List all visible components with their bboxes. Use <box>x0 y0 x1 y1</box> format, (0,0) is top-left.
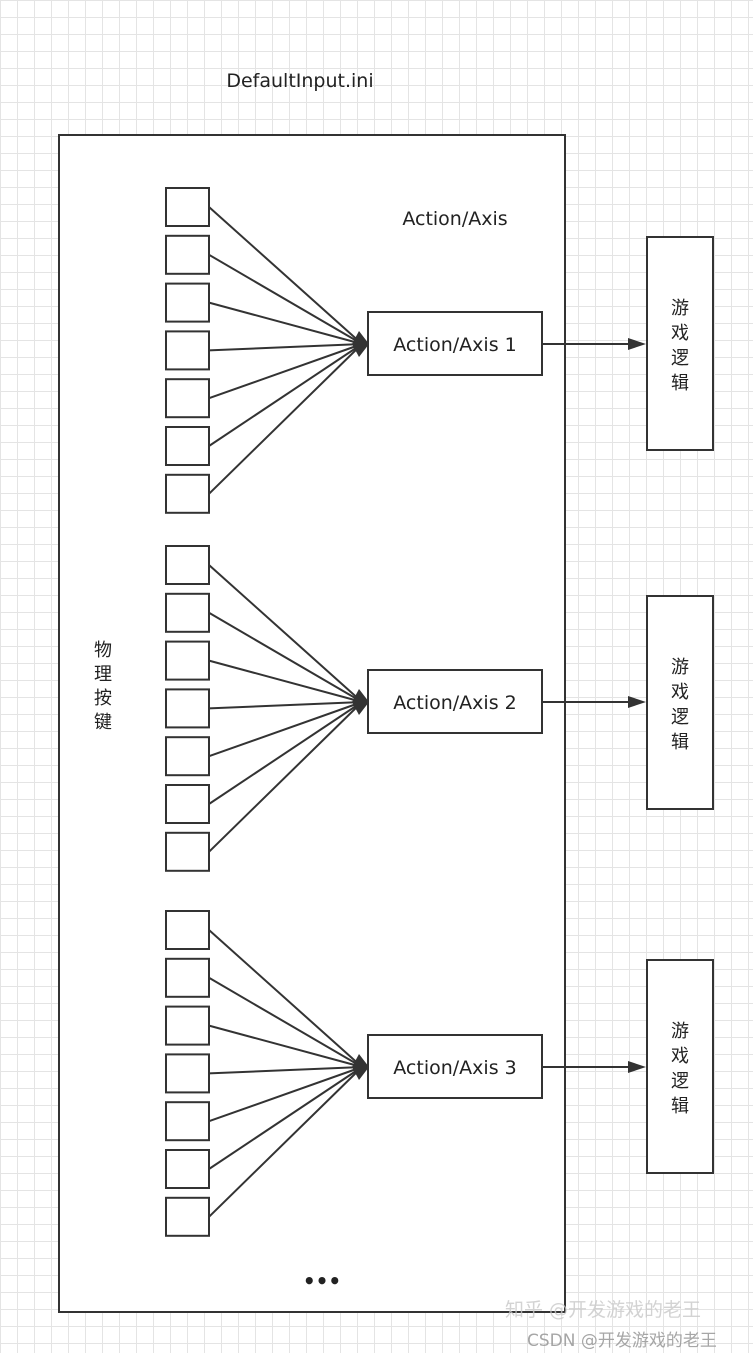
key-mapping-line <box>208 1066 363 1170</box>
game-logic-box <box>646 959 714 1174</box>
key-mapping-line <box>208 1066 363 1075</box>
key-mapping-line <box>208 253 363 345</box>
physical-key-box <box>165 957 210 998</box>
physical-key-box <box>165 831 210 872</box>
action-axis-label: Action/Axis 3 <box>393 1057 516 1079</box>
key-mapping-line <box>208 343 363 495</box>
game-logic-char: 戏 <box>671 1046 689 1067</box>
key-mapping-line <box>208 701 363 805</box>
watermark-zhihu: 知乎 @开发游戏的老王 <box>505 1299 701 1321</box>
arrowhead-icon <box>628 338 646 350</box>
key-mapping-line <box>208 1024 363 1068</box>
game-logic-char: 辑 <box>671 1096 689 1117</box>
physical-keys-char: 键 <box>94 712 112 733</box>
key-mapping-line <box>208 343 363 447</box>
arrowhead-icon <box>628 696 646 708</box>
key-mapping-line <box>208 701 363 758</box>
game-logic-char: 戏 <box>671 323 689 344</box>
game-logic-char: 戏 <box>671 682 689 703</box>
action-axis-label: Action/Axis 2 <box>393 692 516 714</box>
diagram-title: DefaultInput.ini <box>226 70 373 92</box>
watermark-csdn: CSDN @开发游戏的老王 <box>527 1331 717 1351</box>
arrowhead-icon <box>628 1061 646 1073</box>
physical-key-box <box>165 545 210 585</box>
physical-keys-char: 按 <box>94 688 112 709</box>
physical-key-box <box>165 282 210 323</box>
game-logic-char: 游 <box>671 657 689 678</box>
physical-key-box <box>165 1005 210 1046</box>
key-mapping-line <box>208 343 363 400</box>
key-mapping-line <box>208 206 363 345</box>
physical-key-box <box>165 378 210 419</box>
physical-key-box <box>165 640 210 681</box>
key-mapping-line <box>208 929 363 1068</box>
physical-keys-char: 理 <box>94 664 112 685</box>
action-axis-label: Action/Axis 1 <box>393 334 516 356</box>
game-logic-char: 逻 <box>671 707 689 728</box>
container-label: Action/Axis <box>402 208 507 230</box>
physical-key-box <box>165 736 210 777</box>
game-logic-char: 辑 <box>671 732 689 753</box>
physical-key-box <box>165 473 210 514</box>
action-axis-box <box>367 311 543 376</box>
physical-key-box <box>165 592 210 633</box>
key-mapping-line <box>208 301 363 345</box>
physical-key-box <box>165 234 210 275</box>
physical-key-box <box>165 1196 210 1237</box>
key-mapping-line <box>208 659 363 703</box>
key-mapping-line <box>208 701 363 853</box>
game-logic-char: 逻 <box>671 348 689 369</box>
physical-key-box <box>165 688 210 729</box>
game-logic-box <box>646 595 714 810</box>
physical-keys-char: 物 <box>94 640 112 661</box>
key-mapping-line <box>208 1066 363 1218</box>
physical-key-box <box>165 426 210 466</box>
physical-key-box <box>165 1149 210 1189</box>
physical-key-box <box>165 330 210 371</box>
ellipsis: ••• <box>303 1269 341 1293</box>
physical-key-box <box>165 187 210 227</box>
game-logic-char: 辑 <box>671 373 689 394</box>
key-mapping-line <box>208 611 363 703</box>
physical-key-box <box>165 1101 210 1142</box>
key-mapping-line <box>208 343 363 352</box>
game-logic-box <box>646 236 714 451</box>
diamond-arrowhead-icon <box>352 689 369 715</box>
game-logic-char: 游 <box>671 298 689 319</box>
game-logic-char: 游 <box>671 1021 689 1042</box>
action-axis-box <box>367 669 543 734</box>
key-mapping-line <box>208 976 363 1068</box>
key-mapping-line <box>208 564 363 703</box>
action-axis-box <box>367 1034 543 1099</box>
physical-key-box <box>165 910 210 950</box>
key-mapping-line <box>208 701 363 710</box>
diamond-arrowhead-icon <box>352 1054 369 1080</box>
physical-key-box <box>165 784 210 824</box>
diamond-arrowhead-icon <box>352 331 369 357</box>
key-mapping-line <box>208 1066 363 1123</box>
game-logic-char: 逻 <box>671 1071 689 1092</box>
physical-key-box <box>165 1053 210 1094</box>
